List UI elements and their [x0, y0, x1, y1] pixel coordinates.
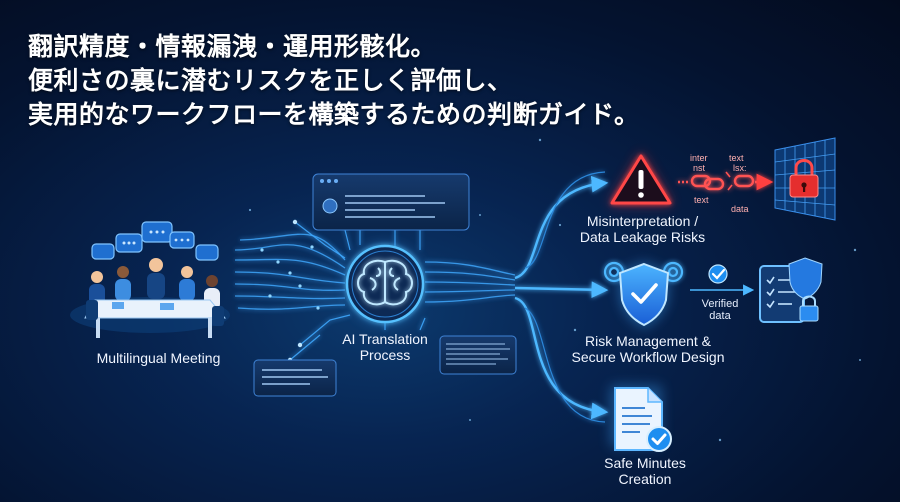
document-check-icon: [610, 385, 672, 452]
verified-data-label: Verified data: [701, 298, 739, 322]
shield-check-icon: [618, 262, 670, 328]
code-panel-left: [253, 359, 337, 397]
arrow-to-risks: [514, 175, 609, 280]
arrow-to-minutes: [514, 296, 609, 420]
ai-process-label: AI Translation Process: [342, 331, 428, 363]
meeting-group-icon: [70, 221, 230, 338]
fragment-text-2: text: [694, 195, 709, 205]
fragment-data: data: [731, 204, 749, 214]
input-flow-lines: [234, 233, 346, 310]
input-flow-dots: [260, 245, 320, 310]
padlock-icon: [789, 159, 819, 198]
headline: 翻訳精度・情報漏洩・運用形骸化。 便利さの裏に潜むリスクを正しく評価し、 実用的…: [28, 30, 640, 132]
arrow-to-management: [514, 281, 609, 299]
warning-triangle-icon: [609, 152, 673, 205]
meeting-label: Multilingual Meeting: [96, 350, 221, 366]
headline-line-3: 実用的なワークフローを構築するための判断ガイド。: [28, 100, 640, 129]
minutes-label: Safe Minutes Creation: [604, 455, 686, 487]
headline-line-1: 翻訳精度・情報漏洩・運用形骸化。: [28, 32, 437, 61]
broken-chain-icon: [678, 171, 774, 191]
fragment-inter: inter: [690, 153, 708, 163]
brain-circuit-icon: [345, 244, 425, 324]
branch-arrows: [514, 171, 609, 423]
fragment-nst: nst: [693, 163, 706, 173]
code-panel-top: [312, 173, 470, 231]
management-label: Risk Management & Secure Workflow Design: [571, 333, 725, 365]
fragment-lsx: lsx:: [733, 163, 747, 173]
ambient-particles: [248, 138, 861, 442]
checklist-document-icon: [759, 257, 823, 323]
ai-output-lines: [424, 261, 516, 303]
code-panel-right: [439, 335, 517, 375]
fragment-text-1: text: [729, 153, 744, 163]
headline-line-2: 便利さの裏に潜むリスクを正しく評価し、: [28, 66, 513, 95]
risks-label: Misinterpretation / Data Leakage Risks: [579, 213, 706, 245]
verified-check-icon: [708, 264, 728, 284]
